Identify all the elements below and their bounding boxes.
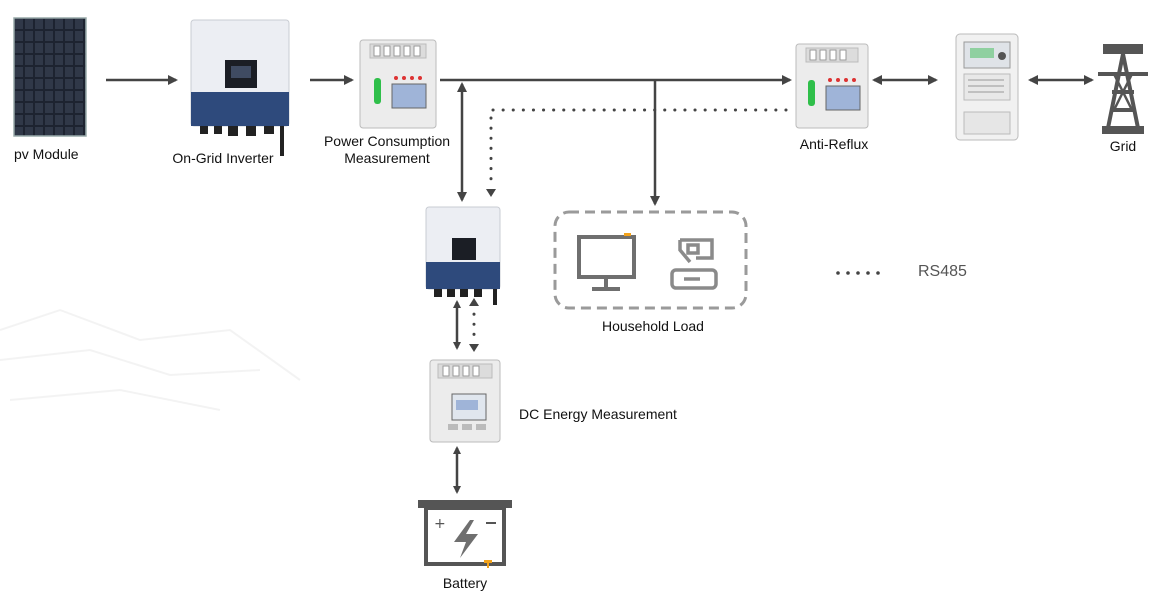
battery-icon: + bbox=[418, 500, 512, 568]
label-grid: Grid bbox=[1109, 138, 1137, 154]
connections bbox=[106, 75, 1094, 494]
background-watermark bbox=[0, 308, 301, 411]
rs485-legend-label: RS485 bbox=[918, 263, 967, 280]
dc-energy-meter bbox=[429, 359, 501, 443]
label-pv-module: pv Module bbox=[14, 146, 79, 162]
rs485-line-antireflux-to-storage bbox=[489, 108, 788, 190]
label-on-grid-inverter: On-Grid Inverter bbox=[172, 150, 274, 166]
household-load-group bbox=[553, 210, 748, 310]
svg-text:+: + bbox=[434, 516, 446, 532]
rs485-legend-dots bbox=[836, 271, 880, 275]
utility-energy-meter bbox=[955, 33, 1019, 141]
rs485-arrowhead-up bbox=[486, 189, 496, 197]
appliance-icon bbox=[670, 238, 718, 290]
label-power-consumption-line2: Measurement bbox=[344, 150, 430, 166]
label-anti-reflux: Anti-Reflux bbox=[799, 136, 869, 152]
rs485-arrowhead-down bbox=[469, 344, 479, 352]
storage-inverter-device bbox=[425, 206, 501, 305]
pv-module-panel bbox=[13, 17, 87, 137]
on-grid-inverter-device bbox=[190, 19, 290, 156]
anti-reflux-meter bbox=[795, 43, 869, 129]
monitor-icon bbox=[577, 233, 636, 291]
rs485-arrowheads bbox=[469, 189, 496, 352]
household-load-border bbox=[553, 210, 748, 310]
grid-tower-icon bbox=[1098, 44, 1148, 134]
rs485-links bbox=[472, 108, 788, 344]
label-dc-energy-measurement: DC Energy Measurement bbox=[519, 406, 677, 422]
label-power-consumption-line1: Power Consumption bbox=[323, 133, 451, 149]
label-household-load: Household Load bbox=[602, 318, 704, 334]
label-battery: Battery bbox=[442, 575, 488, 591]
rs485-arrowhead-top bbox=[469, 298, 479, 306]
power-consumption-meter bbox=[359, 39, 437, 129]
